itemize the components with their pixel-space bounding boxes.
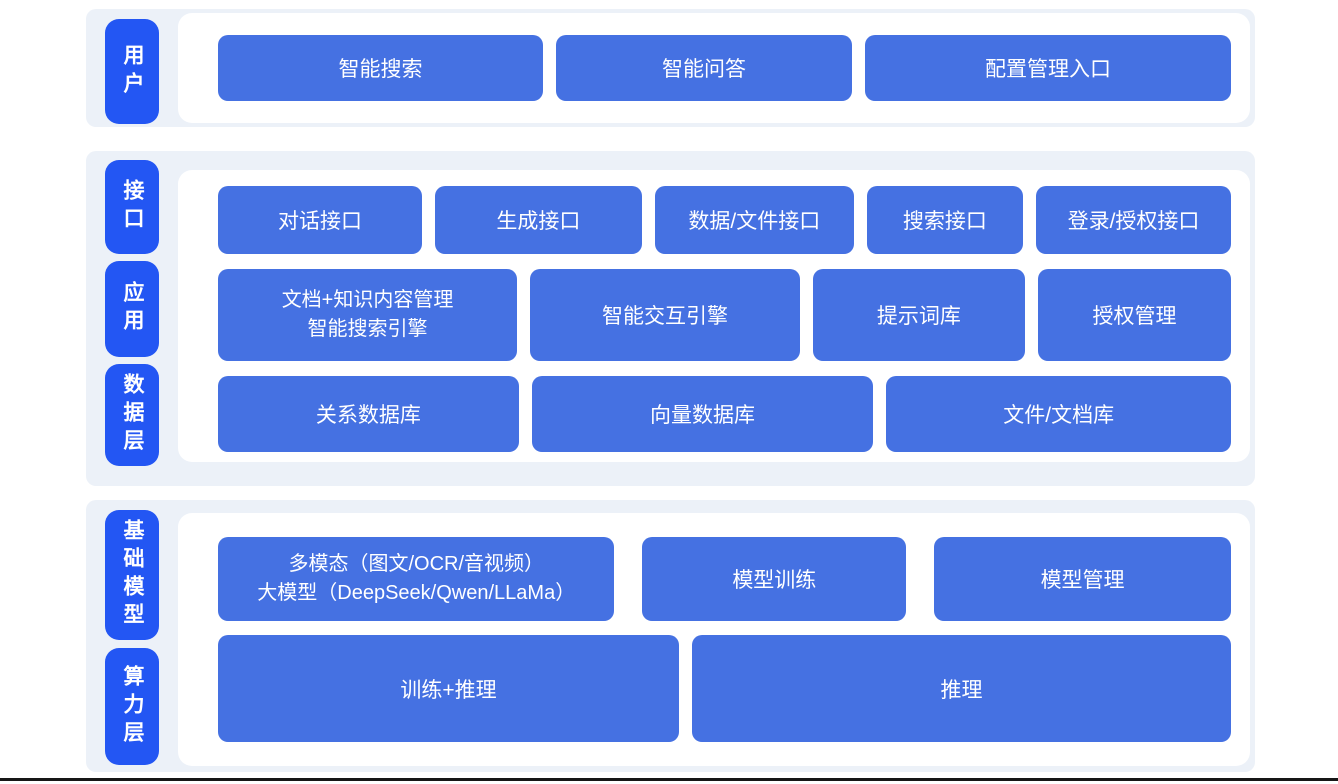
btn-vector-db: 向量数据库 [531,376,874,452]
btn-smart-search: 智能搜索 [218,35,543,101]
layer-label-foundation-model: 基础模型 [105,510,159,640]
btn-auth-management: 授权管理 [1038,268,1231,362]
button-row: 智能搜索 智能问答 配置管理入口 [218,35,1231,101]
btn-relational-db: 关系数据库 [218,376,519,452]
application-row: 文档+知识内容管理 智能搜索引擎 智能交互引擎 提示词库 授权管理 [218,268,1231,362]
layer-label-user: 用户 [105,19,159,124]
btn-text-line: 大模型（DeepSeek/Qwen/LLaMa） [257,582,576,605]
middle-layers-panel: 对话接口 生成接口 数据/文件接口 搜索接口 登录/授权接口 文档+知识内容管理… [178,170,1250,462]
btn-text-line: 文档+知识内容管理 [281,289,454,312]
btn-model-training: 模型训练 [642,537,907,622]
bottom-divider-line [0,778,1338,781]
section-user-layer: 用户 智能搜索 智能问答 配置管理入口 [86,9,1255,127]
btn-interactive-engine: 智能交互引擎 [530,268,800,362]
btn-smart-qa: 智能问答 [556,35,852,101]
layer-label-rail: 用户 [86,9,178,127]
section-middle-layers: 接口 应用 数据层 对话接口 生成接口 数据/文件接口 搜索接口 登录/授权接口… [86,151,1255,486]
btn-doc-knowledge-search-engine: 文档+知识内容管理 智能搜索引擎 [218,268,518,362]
btn-search-api: 搜索接口 [866,186,1024,254]
section-foundation-layers: 基础模型 算力层 多模态（图文/OCR/音视频） 大模型（DeepSeek/Qw… [86,500,1255,772]
btn-prompt-library: 提示词库 [812,268,1026,362]
user-layer-panel: 智能搜索 智能问答 配置管理入口 [178,13,1250,123]
btn-model-management: 模型管理 [934,537,1231,622]
btn-training-inference: 训练+推理 [218,635,680,742]
layer-label-rail: 基础模型 算力层 [86,500,178,772]
btn-text-line: 智能搜索引擎 [307,318,428,341]
btn-login-auth-api: 登录/授权接口 [1036,186,1231,254]
btn-text-line: 多模态（图文/OCR/音视频） [288,553,545,576]
btn-generation-api: 生成接口 [434,186,642,254]
btn-inference: 推理 [692,635,1231,742]
btn-dialog-api: 对话接口 [218,186,422,254]
layer-label-compute: 算力层 [105,648,159,765]
layer-label-rail: 接口 应用 数据层 [86,151,178,486]
model-row: 多模态（图文/OCR/音视频） 大模型（DeepSeek/Qwen/LLaMa）… [218,537,1231,622]
compute-row: 训练+推理 推理 [218,635,1231,742]
foundation-layers-panel: 多模态（图文/OCR/音视频） 大模型（DeepSeek/Qwen/LLaMa）… [178,513,1250,766]
interface-row: 对话接口 生成接口 数据/文件接口 搜索接口 登录/授权接口 [218,186,1231,254]
btn-multimodal-llm: 多模态（图文/OCR/音视频） 大模型（DeepSeek/Qwen/LLaMa） [218,537,615,622]
layer-label-interface: 接口 [105,160,159,255]
layer-label-data: 数据层 [105,363,159,467]
btn-file-doc-store: 文件/文档库 [886,376,1232,452]
btn-config-management-entry: 配置管理入口 [865,35,1231,101]
data-row: 关系数据库 向量数据库 文件/文档库 [218,376,1232,452]
layer-label-application: 应用 [105,261,159,357]
btn-data-file-api: 数据/文件接口 [654,186,854,254]
